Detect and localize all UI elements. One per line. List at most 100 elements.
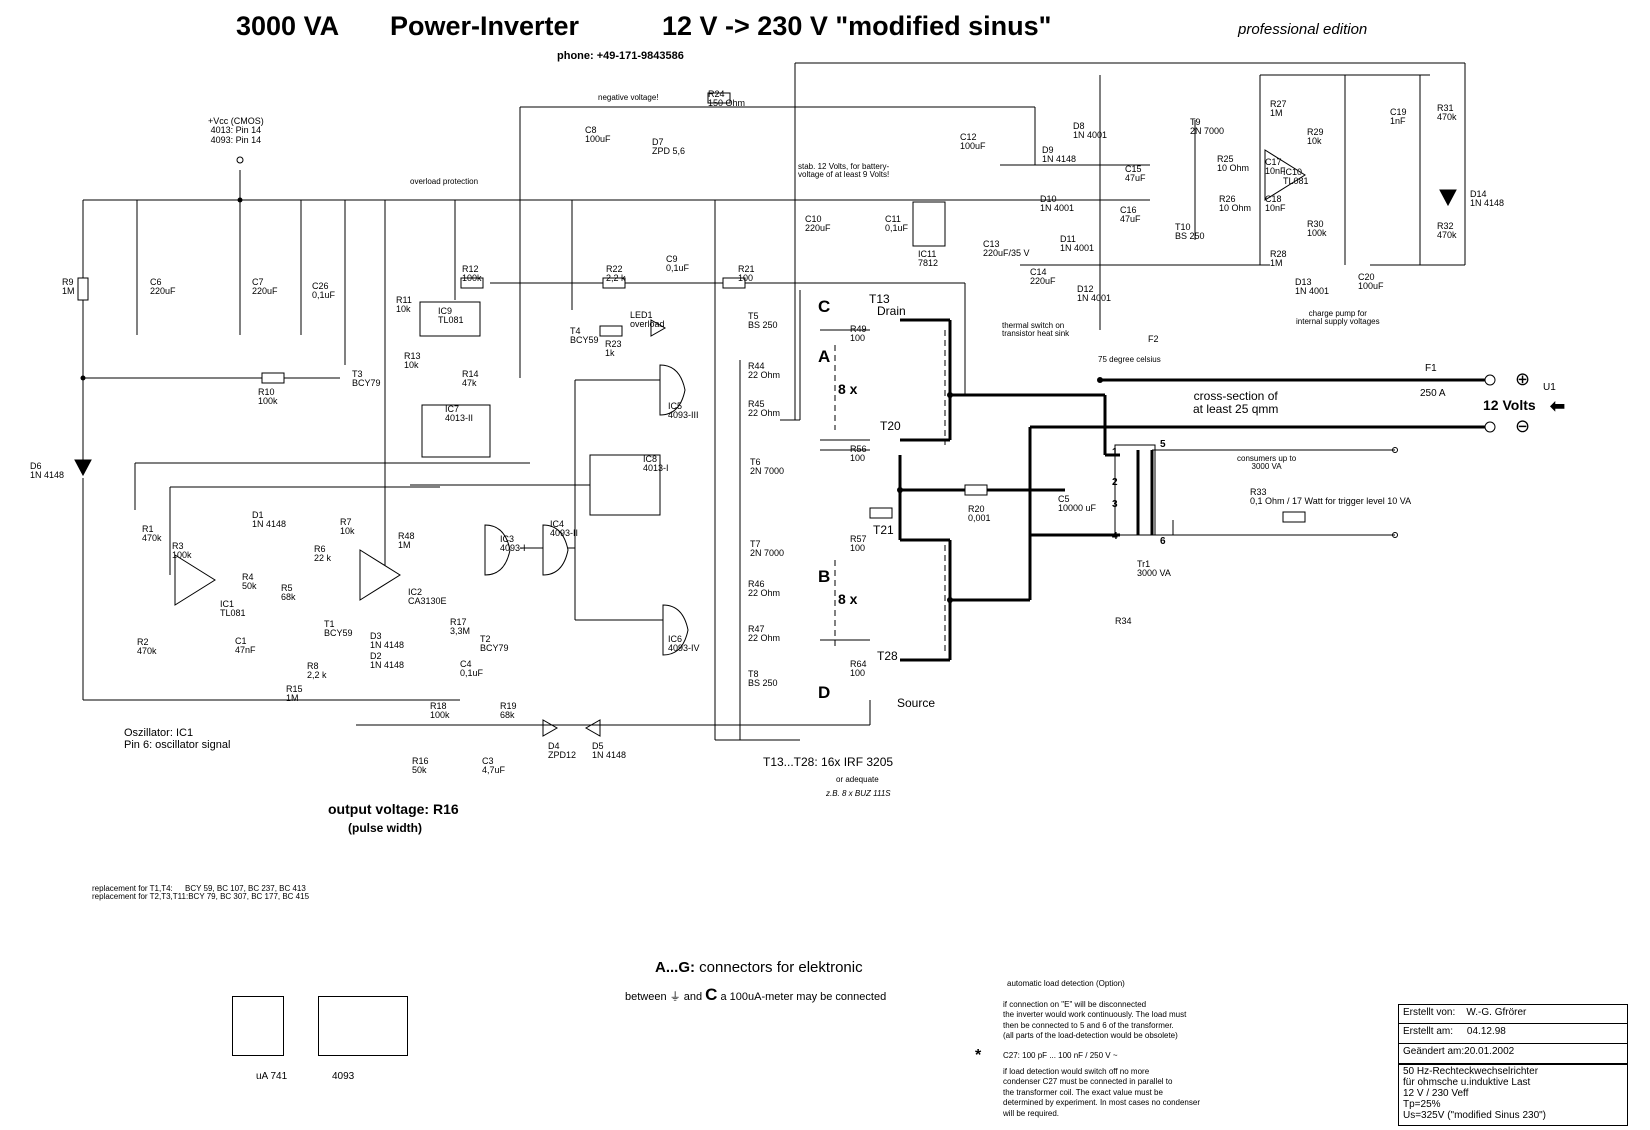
meter-note: between ⏚ and C a 100uA-meter may be con…: [625, 985, 887, 1004]
negative-voltage-note: negative voltage!: [598, 93, 659, 102]
component-ref: D6: [30, 461, 42, 471]
component-value: 1N 4001: [1040, 203, 1075, 214]
component-ref: C1: [235, 636, 247, 646]
component-value: 470k: [137, 646, 157, 657]
component-ref: R24: [708, 89, 725, 99]
component-value: 22 Ohm: [748, 588, 781, 599]
component-value: 1N 4001: [1295, 286, 1330, 297]
tr-pin-6: 6: [1160, 536, 1166, 547]
title-device: Power-Inverter: [390, 11, 580, 41]
component-value: 10k: [1307, 136, 1322, 147]
component-value: ZPD12: [548, 750, 577, 761]
component-value: TL081: [438, 315, 464, 326]
component-value: overload: [630, 319, 665, 330]
component-value: 1M: [398, 540, 411, 551]
component-value: 10k: [396, 304, 411, 315]
component-ref: C9: [666, 254, 678, 264]
or-adequate-note: or adequate: [836, 775, 879, 784]
component-value: BS 250: [748, 320, 778, 331]
component-ref: R48: [398, 531, 415, 541]
component-value: 2N 7000: [750, 466, 785, 477]
component-value: TL081: [1283, 176, 1309, 187]
component-value: 4093-I: [500, 543, 526, 554]
component-value: 47k: [462, 378, 477, 389]
component-ref: R2: [137, 637, 149, 647]
mosfet-t21-label: T21: [873, 523, 894, 537]
component-ref: C7: [252, 277, 264, 287]
component-ref: R13: [404, 351, 421, 361]
component-ref: IC3: [500, 534, 515, 544]
pulse-width-note: (pulse width): [348, 821, 422, 835]
component-value: 1M: [1270, 108, 1283, 119]
component-ref: C26: [312, 281, 329, 291]
component-ref: R64: [850, 659, 867, 669]
component-ref: C19: [1390, 107, 1407, 117]
component-ref: R10: [258, 387, 275, 397]
component-ref: C6: [150, 277, 162, 287]
component-value: 100: [850, 543, 866, 554]
component-value: 0,1uF: [312, 290, 336, 301]
component-value: 1M: [1270, 258, 1283, 269]
tr-pin-2: 2: [1112, 477, 1118, 488]
title-block-row: Erstellt von: W.-G. Gfrörer: [1399, 1005, 1627, 1024]
secondary-wires: [1152, 447, 1398, 538]
component-value: 100: [850, 333, 866, 344]
component-value: 4013-I: [643, 463, 669, 474]
component-value: 50k: [242, 581, 257, 592]
connector-b: B: [818, 567, 831, 586]
component-value: 10000 uF: [1058, 503, 1097, 514]
component-value: BCY79: [480, 643, 509, 654]
component-value: 22 Ohm: [748, 408, 781, 419]
component-value: 1N 4001: [1060, 243, 1095, 254]
component-value: 1N 4148: [592, 750, 627, 761]
component-value: 150 Ohm: [708, 98, 746, 109]
component-value: 10 Ohm: [1219, 203, 1252, 214]
component-ref: D1: [252, 510, 264, 520]
component-ref: T2: [480, 634, 491, 644]
tr-pin-3: 3: [1112, 499, 1118, 510]
component-value: 100k: [1307, 228, 1327, 239]
component-ref: R33: [1250, 487, 1267, 497]
component-ref: C13: [983, 239, 1000, 249]
component-ref: D13: [1295, 277, 1312, 287]
count-top: 8 x: [838, 381, 858, 397]
component-value: 68k: [500, 710, 515, 721]
component-ref: D14: [1470, 189, 1487, 199]
component-value: 4,7uF: [482, 765, 506, 776]
component-ref: R57: [850, 534, 867, 544]
component-value: 50k: [412, 765, 427, 776]
component-value: 68k: [281, 592, 296, 603]
connector-c: C: [818, 297, 831, 316]
component-ref: R14: [462, 369, 479, 379]
component-ref: T4: [570, 326, 581, 336]
